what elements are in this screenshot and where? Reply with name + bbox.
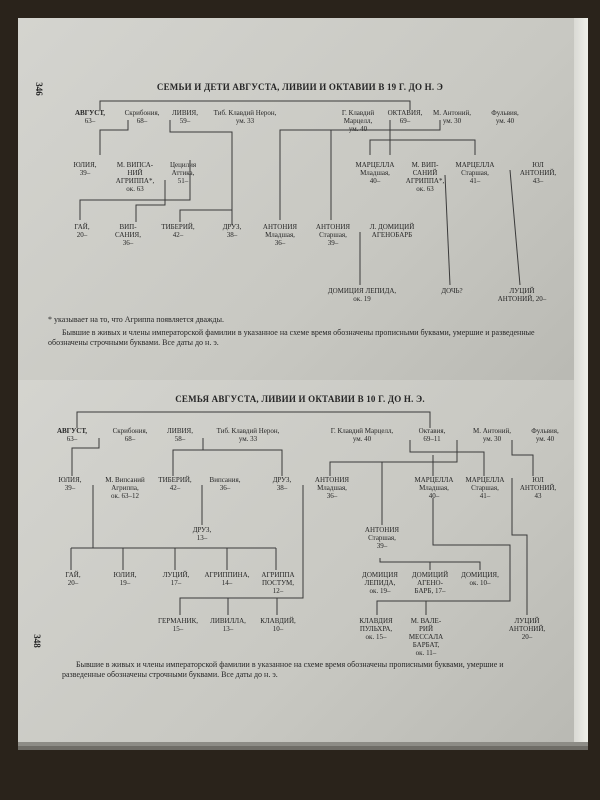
person-node: ЮЛИЯ,39–: [58, 476, 82, 492]
diagram-title: СЕМЬЯ АВГУСТА, ЛИВИИ И ОКТАВИИ В 10 Г. Д…: [175, 394, 425, 404]
page-edge: [574, 18, 588, 382]
person-node: ВИП- САНИЯ,36–: [115, 223, 141, 247]
person-node: Випсания,36–: [209, 476, 241, 492]
person-node: ЛУЦИЙ АНТОНИЙ, 20–: [497, 287, 547, 303]
person-node: Скрибония,68–: [112, 427, 148, 443]
person-node: ГАЙ,20–: [65, 571, 81, 587]
person-node: М. ВАЛЕ- РИЙ МЕССАЛА БАРБАТ,ок. 11–: [408, 617, 444, 657]
person-node: ДРУЗ,13–: [192, 526, 212, 542]
person-node: ДОМИЦИЯ ЛЕПИДА,ок. 19–: [362, 571, 398, 595]
person-node: ЮЛ АНТОНИЙ,43: [519, 476, 557, 500]
person-node: Тиб. Клавдий Нерон,ум. 33: [216, 427, 280, 443]
person-node: Фульвия,ум. 40: [491, 109, 519, 125]
person-node: ЮЛИЯ,39–: [73, 161, 97, 177]
person-node: М. Антоний,ум. 30: [473, 427, 511, 443]
person-node: ТИБЕРИЙ,42–: [158, 476, 192, 492]
person-node: ЮЛИЯ,19–: [113, 571, 137, 587]
footnote: * указывает на то, что Агриппа появляетс…: [48, 315, 225, 324]
person-node: ДОМИЦИЯ,ок. 10–: [461, 571, 499, 587]
person-node: АГРИППИНА,14–: [204, 571, 250, 587]
person-node: ТИБЕРИЙ,42–: [161, 223, 195, 239]
person-node: М. ВИПСА- НИЙ АГРИППА*,ок. 63: [115, 161, 155, 193]
person-node: М. ВИП- САНИЙ АГРИППА*,ок. 63: [405, 161, 445, 193]
person-node: АВГУСТ,63–: [56, 427, 88, 443]
person-node: ЛИВИЯ,59–: [172, 109, 198, 125]
person-node: Фульвия,ум. 40: [531, 427, 559, 443]
person-node: ЮЛ АНТОНИЙ,43–: [519, 161, 557, 185]
person-node: Скрибония,68–: [124, 109, 160, 125]
person-node: ГАЙ,20–: [74, 223, 90, 239]
person-node: ЛИВИЛЛА,13–: [210, 617, 246, 633]
diagram-title: СЕМЬИ И ДЕТИ АВГУСТА, ЛИВИИ И ОКТАВИИ В …: [156, 82, 444, 92]
person-node: АГРИППА ПОСТУМ,12–: [261, 571, 295, 595]
person-node: АВГУСТ,63–: [74, 109, 106, 125]
person-node: ЛУЦИЙ,17–: [162, 571, 190, 587]
legend-paragraph: Бывшие в живых и члены императорской фам…: [62, 660, 504, 679]
person-node: Г. Клавдий Марцелл,ум. 40: [330, 427, 394, 443]
person-node: ДОЧЬ?: [441, 287, 463, 295]
person-node: КЛАВДИЙ,10–: [260, 617, 296, 633]
person-node: ДРУЗ,38–: [222, 223, 242, 239]
legend-paragraph: Бывшие в живых и члены императорской фам…: [48, 328, 535, 347]
person-node: ДОМИЦИЯ ЛЕПИДА,ок. 19: [327, 287, 397, 303]
person-node: КЛАВДИЯ ПУЛЬХРА,ок. 15–: [359, 617, 393, 641]
person-node: ЛИВИЯ,58–: [167, 427, 193, 443]
person-node: ОКТАВИЯ,69–: [387, 109, 423, 125]
person-node: ГЕРМАНИК,15–: [157, 617, 199, 633]
person-node: Л. ДОМИЦИЙ АГЕНОБАРБ: [369, 223, 415, 239]
person-node: Тиб. Клавдий Нерон,ум. 33: [213, 109, 277, 125]
person-node: Октавия,69–11: [418, 427, 446, 443]
person-node: ДОМИЦИЙ АГЕНО- БАРБ, 17–: [411, 571, 449, 595]
person-node: ДРУЗ,38–: [272, 476, 292, 492]
page-edge: [574, 380, 588, 742]
person-node: ЛУЦИЙ АНТОНИЙ,20–: [508, 617, 546, 641]
person-node: М. Антоний,ум. 30: [433, 109, 471, 125]
